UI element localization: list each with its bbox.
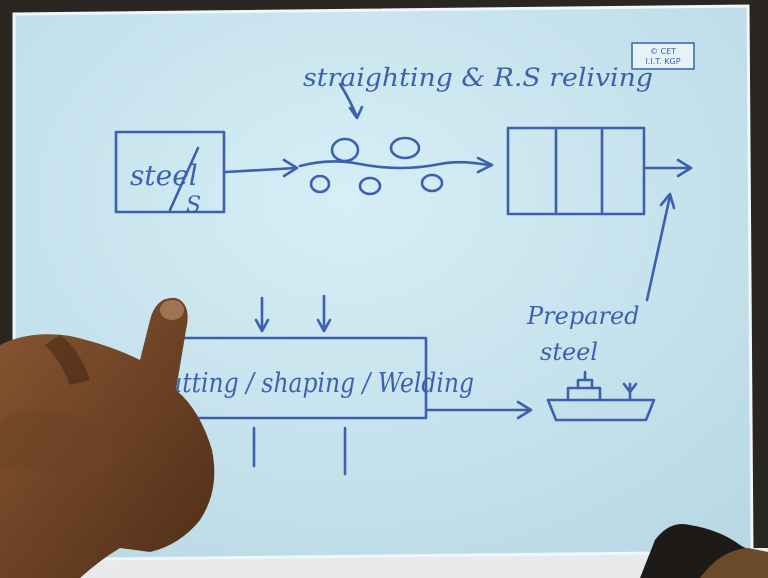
arrow-out-right — [644, 158, 693, 178]
prepared-label-2: steel — [540, 338, 598, 366]
instructor-hand — [0, 297, 215, 578]
prepared-label-1: Prepared — [526, 302, 640, 330]
input-arrow-1 — [254, 296, 270, 333]
reliving-box — [506, 126, 646, 216]
process-label: cutting / shaping / Welding — [154, 368, 474, 399]
arrow-up-to-box — [645, 192, 676, 302]
steel-box — [114, 130, 226, 214]
logo-line-2: I.I.T. KGP — [645, 57, 680, 66]
cet-logo: © CET I.I.T. KGP — [631, 42, 695, 70]
steel-box-slash — [168, 146, 200, 212]
right-bottom-object-highlight — [700, 548, 768, 578]
note-arrow — [338, 82, 364, 120]
input-arrow-2 — [316, 294, 332, 333]
ship-sketch — [546, 370, 656, 422]
steel-box-label-b: S — [186, 193, 201, 218]
arrow-to-ship — [426, 400, 533, 420]
straightening-rollers — [298, 136, 494, 196]
top-note: straighting & R.S reliving — [303, 63, 653, 92]
steel-box-label-a: steel — [130, 159, 198, 192]
arrow-to-rollers — [224, 158, 299, 178]
logo-line-1: © CET — [650, 47, 676, 56]
